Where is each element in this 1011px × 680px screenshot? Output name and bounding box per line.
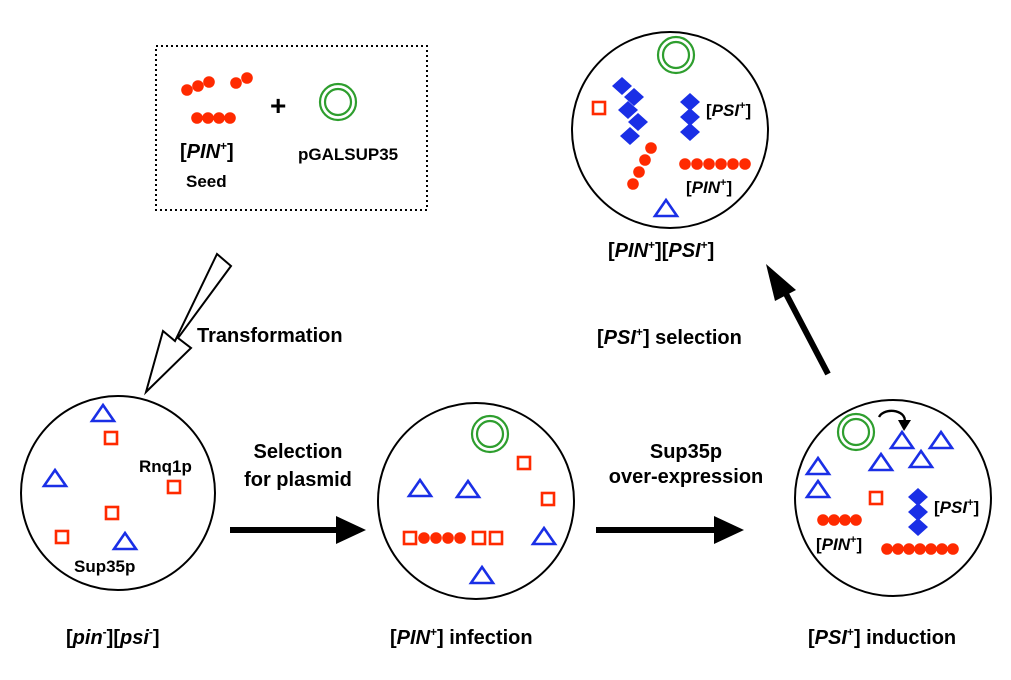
seed-fibril-1 <box>181 76 215 96</box>
cell-pin-plus-psi-plus: [PSI+] [PIN+] <box>571 31 769 229</box>
seed-fibril-3 <box>191 112 236 124</box>
cell-1-membrane <box>20 395 216 591</box>
psi-fibril <box>680 93 700 141</box>
transformation-arrow <box>144 252 233 396</box>
cell-3-pin-label: [PIN+] <box>816 534 862 554</box>
square-icon <box>104 505 120 521</box>
rnq1p-label: Rnq1p <box>139 457 192 476</box>
square-icon <box>166 479 182 495</box>
seed-box: + [PIN+] Seed pGALSUP35 <box>155 45 428 211</box>
square-icon <box>868 490 884 506</box>
pgalsup35-plasmid-icon <box>318 82 358 122</box>
cell-2-caption: [PIN+] infection <box>390 625 533 649</box>
cell-4-pin-label: [PIN+] <box>686 177 732 197</box>
plus-sign: + <box>270 90 286 121</box>
psi-fibril <box>908 488 928 536</box>
plasmid-label: pGALSUP35 <box>298 145 398 164</box>
seed-fibril-2 <box>230 72 253 89</box>
overexpression-arrow <box>596 516 744 544</box>
square-icon <box>540 491 556 507</box>
selection-label-line2: for plasmid <box>244 469 352 491</box>
curved-arrow-icon <box>877 409 906 424</box>
cell-4-membrane <box>571 31 769 229</box>
cell-1-caption: [pin-][psi-] <box>66 625 160 649</box>
cell-3-caption: [PSI+] induction <box>808 625 956 649</box>
cell-3-psi-label: [PSI+] <box>934 497 979 517</box>
cell-pin-infection <box>377 402 575 600</box>
seed-pin-label: [PIN+] <box>180 139 234 163</box>
cell-4-psi-label: [PSI+] <box>706 100 751 120</box>
psi-selection-arrow <box>766 264 831 376</box>
square-icon <box>591 100 607 116</box>
selection-arrow <box>230 516 366 544</box>
sup35-label-line1: Sup35p <box>650 441 722 463</box>
square-icon <box>103 430 119 446</box>
square-icon <box>516 455 532 471</box>
square-icon <box>54 529 70 545</box>
seed-label: Seed <box>186 172 227 191</box>
transformation-label: Transformation <box>197 325 343 347</box>
sup35-label-line2: over-expression <box>609 466 764 488</box>
seed-box-border <box>155 45 428 211</box>
cell-2-membrane <box>377 402 575 600</box>
cell-4-caption: [PIN+][PSI+] <box>608 238 714 262</box>
cell-psi-induction: [PSI+] [PIN+] <box>794 399 992 597</box>
psi-selection-label: [PSI+] selection <box>597 325 742 349</box>
sup35p-label: Sup35p <box>74 557 135 576</box>
selection-label-line1: Selection <box>254 441 343 463</box>
curved-arrow-head <box>898 420 911 431</box>
cell-pin-minus-psi-minus: Rnq1p Sup35p <box>20 395 216 591</box>
